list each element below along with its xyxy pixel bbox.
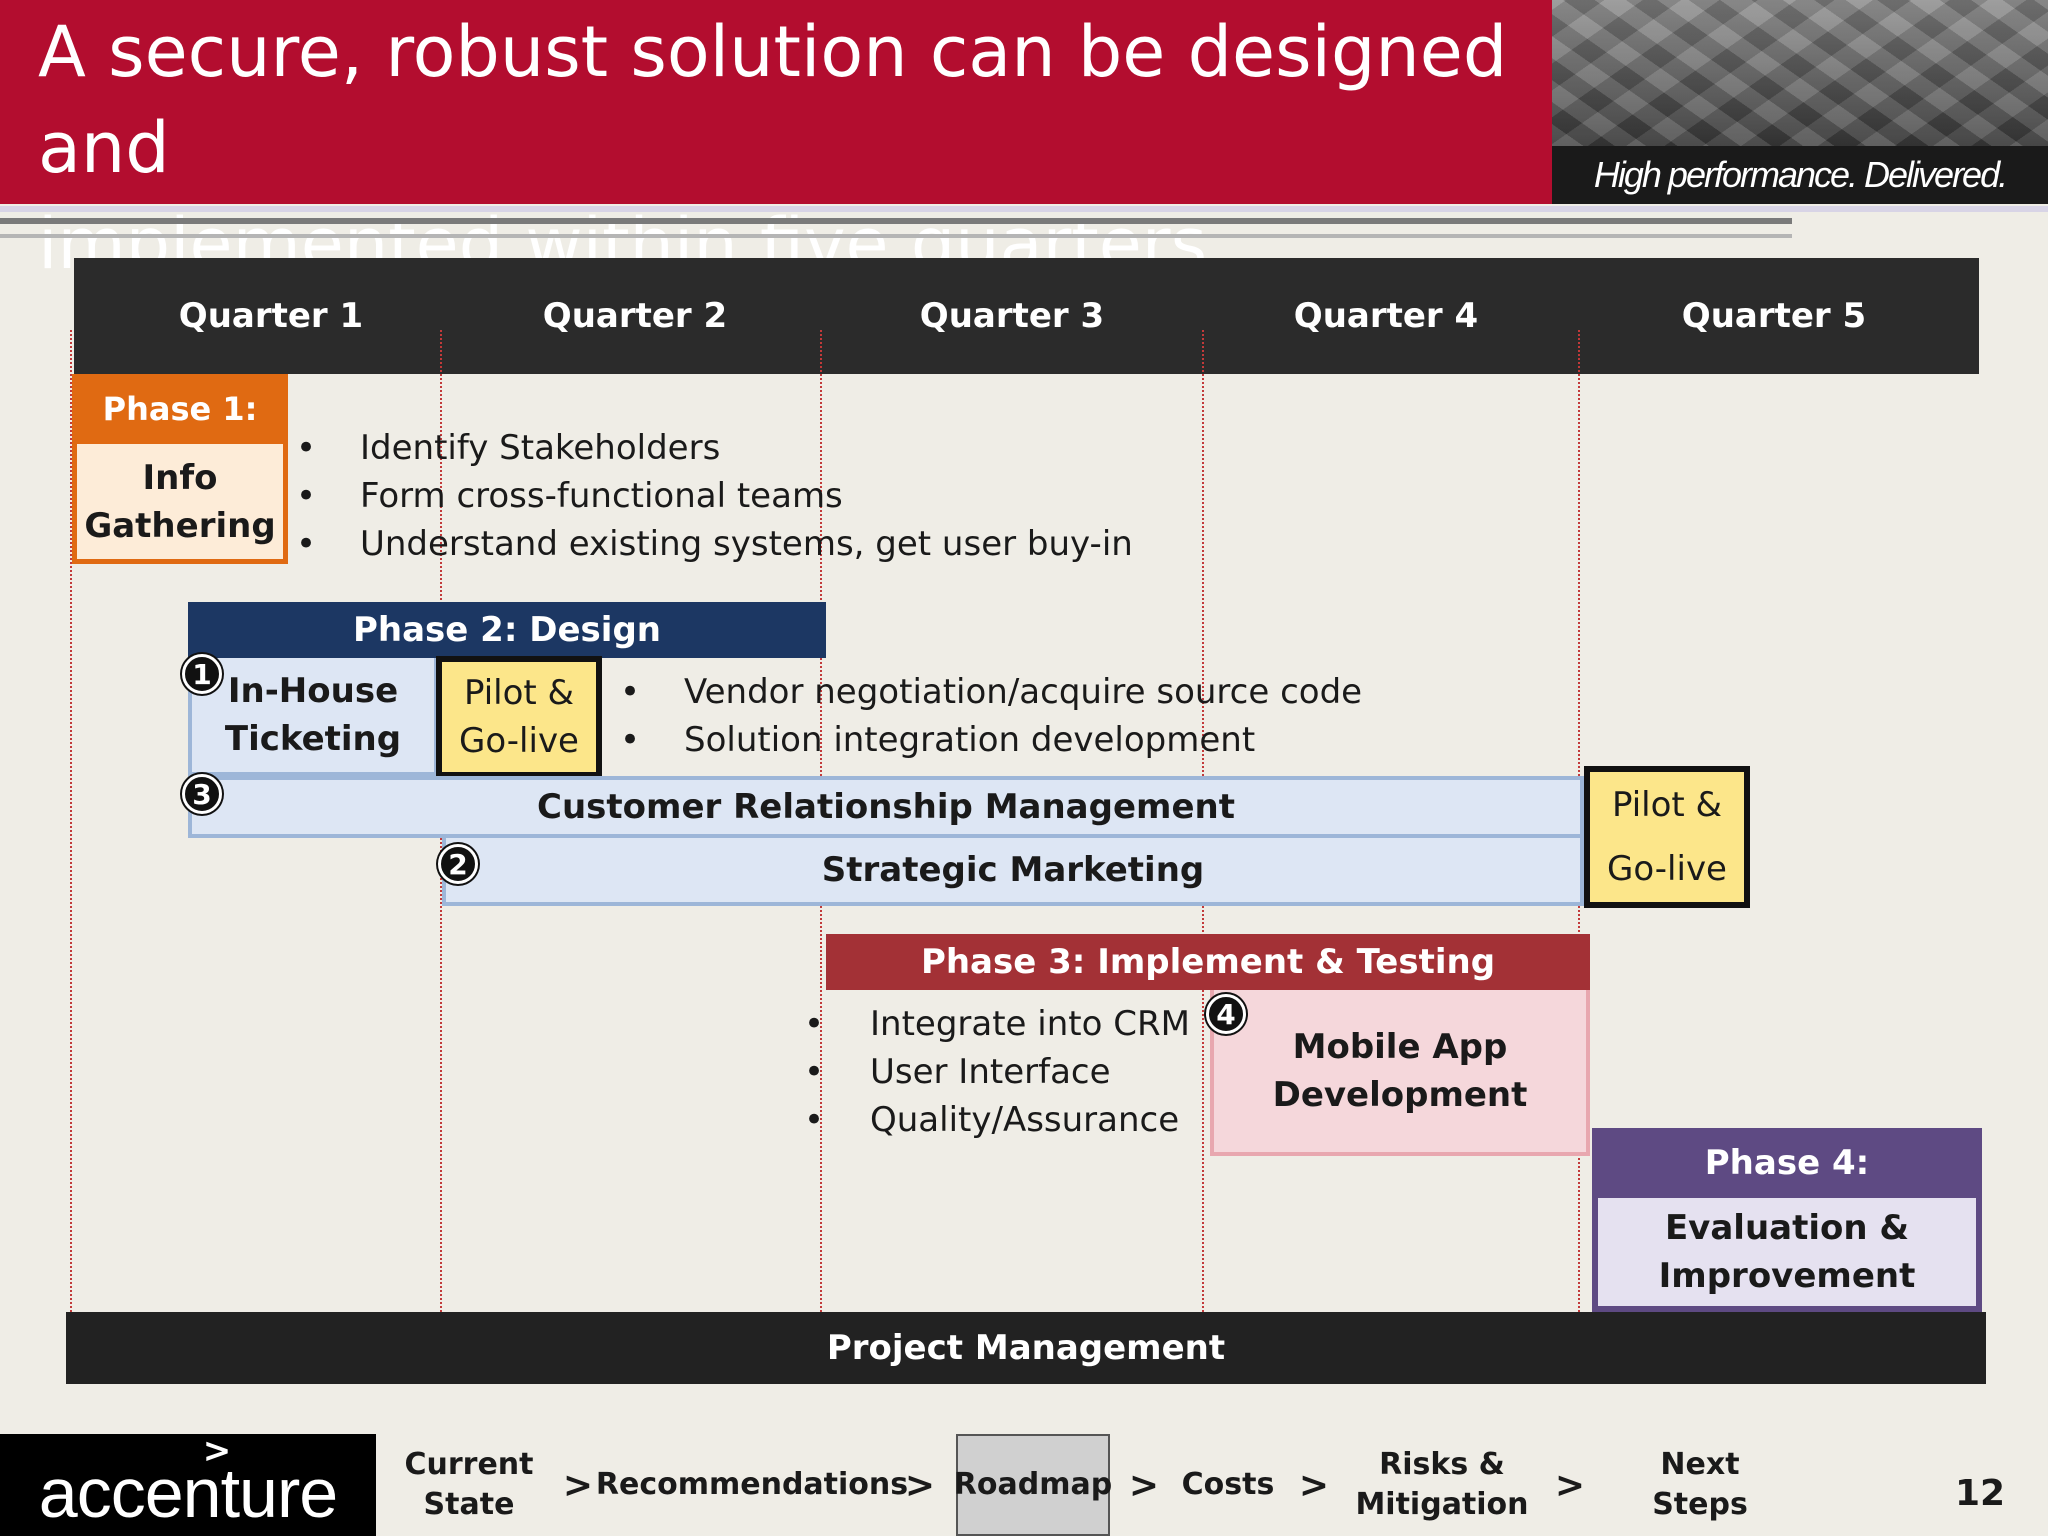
step-badge: 3 [182,774,222,814]
phase3-header: Phase 3: Implement & Testing [826,934,1590,990]
header-divider [0,218,1792,224]
logo-chevron-icon: > [202,1431,232,1471]
list-item: •Understand existing systems, get user b… [296,524,1133,564]
header-divider [0,234,1792,238]
header-divider [0,206,2048,212]
phase1-label-line-1: Info [142,457,218,498]
breadcrumb-costs[interactable]: Costs [1181,1467,1275,1502]
breadcrumb-active-highlight [956,1434,1110,1536]
crm-bar: Customer Relationship Management [188,776,1584,838]
inhouse-line-2: Ticketing [224,719,402,759]
phase2-header: Phase 2: Design [188,602,826,658]
quarter-1-label: Quarter 1 [178,296,364,336]
breadcrumb-roadmap[interactable]: Roadmap [953,1467,1113,1502]
phase2-bullets: •Vendor negotiation/acquire source code … [620,668,1420,764]
slide-title: A secure, robust solution can be designe… [38,0,1538,285]
list-item: •Vendor negotiation/acquire source code [620,672,1363,712]
list-item: •Identify Stakeholders [296,428,721,468]
golive-line-2: Go-live [459,721,579,761]
inhouse-line-1: In-House [227,671,399,711]
phase1-label-line-2: Gathering [84,505,276,546]
golive-line-2: Go-live [1607,849,1727,889]
mobile-app-box: Mobile App Development [1210,990,1590,1156]
breadcrumb-separator-icon: > [1128,1464,1160,1506]
breadcrumb-separator-icon: > [562,1464,594,1506]
quarter-3-label: Quarter 3 [919,296,1105,336]
pilot-golive-box: Pilot & Go-live [1584,766,1750,908]
pilot-golive-box: Pilot & Go-live [436,656,602,778]
phase4-box: Evaluation & Improvement [1592,1198,1982,1312]
quarter-4-label: Quarter 4 [1293,296,1479,336]
golive-line-1: Pilot & [463,673,575,713]
tagline-bar [1552,146,2048,204]
page-number: 12 [1954,1472,2006,1514]
phase1-box: Info Gathering [72,444,288,564]
accenture-logo [0,1434,376,1536]
phase1-bullets: •Identify Stakeholders •Form cross-funct… [296,424,1196,568]
step-badge: 1 [182,654,222,694]
strategic-marketing-bar: Strategic Marketing [442,838,1584,906]
phase3-bullets: •Integrate into CRM •User Interface •Qua… [804,1000,1204,1144]
list-item: •Integrate into CRM [804,1004,1190,1044]
breadcrumb-risks-mitigation[interactable]: Risks & Mitigation [1355,1447,1529,1522]
step-badge: 2 [438,844,478,884]
project-management-bar: Project Management [66,1312,1986,1384]
phase4-line-1: Evaluation & [1664,1208,1910,1248]
breadcrumb-separator-icon: > [1298,1464,1330,1506]
breadcrumb-separator-icon: > [1554,1464,1586,1506]
inhouse-ticketing-box: In-House Ticketing [188,658,438,776]
title-line-1: A secure, robust solution can be designe… [38,11,1508,189]
breadcrumb-current-state[interactable]: Current State [404,1447,534,1522]
quarter-5-label: Quarter 5 [1681,296,1867,336]
phase4-line-2: Improvement [1658,1256,1916,1296]
phase1-header: Phase 1: [72,374,288,444]
quarter-2-label: Quarter 2 [542,296,728,336]
mobile-line-2: Development [1272,1075,1528,1115]
list-item: •Solution integration development [620,720,1256,760]
title-band [0,0,1552,204]
list-item: •Form cross-functional teams [296,476,843,516]
mobile-line-1: Mobile App [1292,1027,1508,1067]
breadcrumb-separator-icon: > [904,1464,936,1506]
list-item: •Quality/Assurance [804,1100,1180,1140]
step-badge: 4 [1206,994,1246,1034]
header-photo [1552,0,2048,146]
breadcrumb-next-steps[interactable]: Next Steps [1652,1447,1748,1522]
golive-line-1: Pilot & [1611,785,1723,825]
quarter-divider [70,330,72,1340]
logo-wordmark: accenture [38,1454,338,1532]
list-item: •User Interface [804,1052,1111,1092]
phase4-header: Phase 4: [1592,1128,1982,1198]
quarters-header [74,258,1979,374]
breadcrumb-recommendations[interactable]: Recommendations [595,1467,909,1502]
tagline: High performance. Delivered. [1593,154,2008,195]
